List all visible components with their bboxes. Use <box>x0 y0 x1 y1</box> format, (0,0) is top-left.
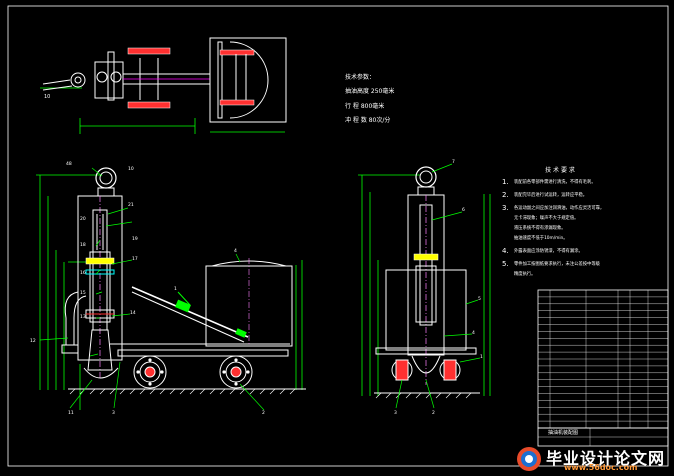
label-2: 2 <box>262 410 265 416</box>
note-line: 精度执行。 <box>514 270 535 277</box>
label-10: 10 <box>128 166 134 172</box>
label-16: 16 <box>80 270 86 276</box>
pump-flange-top <box>70 72 86 88</box>
label-15: 15 <box>80 290 86 296</box>
note-line: 无卡滞现象；噪声不大于规定值。 <box>514 214 578 221</box>
label-20: 20 <box>80 216 86 222</box>
note-line: 液压系统不得有渗漏现象。 <box>514 224 566 231</box>
label-48: 48 <box>66 161 72 167</box>
front-view: 48 10 21 20 19 18 17 16 15 14 13 12 11 3… <box>30 161 306 416</box>
watermark-url: www.56doc.com <box>564 463 638 472</box>
technical-notes: 技 术 要 求 1. 装配前各零部件需进行清洗，不得有毛刺。 2. 装配完毕后进行试运… <box>502 166 604 277</box>
label-1: 1 <box>174 286 177 292</box>
note-number: 1. <box>502 178 509 186</box>
tank-top <box>209 37 287 123</box>
label-13: 13 <box>80 314 86 320</box>
label-12: 12 <box>30 338 36 344</box>
pump-cylinder <box>89 251 111 323</box>
label-14: 14 <box>130 310 136 316</box>
note-line: 零件加工按图纸要求执行，未注公差按中等级 <box>514 260 601 267</box>
label-r7: 7 <box>452 159 455 165</box>
note-number: 5. <box>502 260 509 268</box>
side-view: 7 6 5 4 3 2 1 <box>358 159 491 416</box>
label-r4: 4 <box>472 330 475 336</box>
side-lifting-eye <box>415 166 437 188</box>
label-r3: 3 <box>394 410 397 416</box>
label-11: 11 <box>68 410 74 416</box>
note-number: 4. <box>502 247 509 255</box>
label-19: 19 <box>132 236 138 242</box>
specs-line2: 行 程 800毫米 <box>345 102 384 110</box>
label-r2: 2 <box>432 410 435 416</box>
drawing-frame <box>7 5 669 467</box>
top-view: 10 <box>40 37 287 134</box>
chassis-beam <box>117 349 289 357</box>
label-3: 3 <box>112 410 115 416</box>
title-block-name: 抽油机装配图 <box>548 429 578 436</box>
connecting-rod <box>131 286 249 338</box>
note-line: 外露表面应涂防锈漆，不得有漏涂。 <box>514 247 583 254</box>
label-18: 18 <box>80 242 86 248</box>
label-r1: 1 <box>480 354 483 360</box>
parts-list: 抽油机装配图 <box>537 289 669 447</box>
specs-title: 技术参数： <box>345 73 375 81</box>
watermark-text: 毕业设计论文网 <box>546 449 666 468</box>
note-line: 抽油速度不低于10m/min。 <box>514 234 568 241</box>
label-r5: 5 <box>478 296 481 302</box>
notes-title: 技 术 要 求 <box>545 166 575 174</box>
specs-block: 技术参数： 抽油高度 250毫米 行 程 800毫米 冲 程 数 80次/分 <box>345 73 394 124</box>
label-21: 21 <box>128 202 134 208</box>
specs-line3: 冲 程 数 80次/分 <box>345 116 390 124</box>
watermark-logo-icon <box>517 447 541 471</box>
label-r6: 6 <box>462 207 465 213</box>
label-17: 17 <box>132 256 138 262</box>
note-number: 2. <box>502 191 509 199</box>
note-line: 装配前各零部件需进行清洗，不得有毛刺。 <box>514 178 596 185</box>
lifting-eye <box>95 167 117 189</box>
note-line: 装配完毕后进行试运转，运转应平稳。 <box>514 191 587 198</box>
label-4: 4 <box>234 248 237 254</box>
note-line: 各运动副之间应加注润滑油，动作应灵活可靠， <box>514 204 604 211</box>
specs-line1: 抽油高度 250毫米 <box>345 87 394 95</box>
label-top-10: 10 <box>44 94 50 100</box>
note-number: 3. <box>502 204 509 212</box>
frame-top <box>94 61 124 99</box>
watermark: 毕业设计论文网 www.56doc.com <box>512 444 672 474</box>
